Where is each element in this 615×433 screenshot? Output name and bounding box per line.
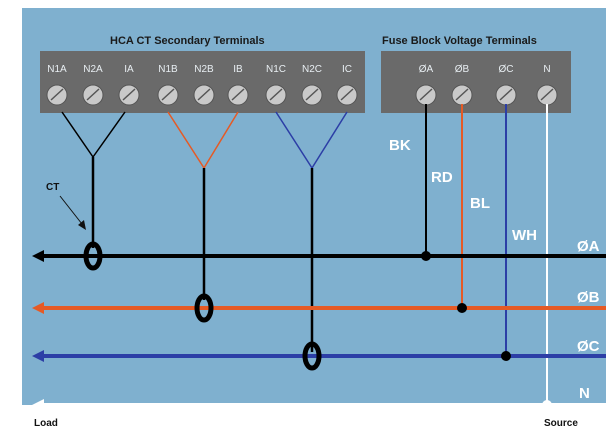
ct-terminal-ib: IB <box>227 64 249 106</box>
screw-slot <box>499 88 513 101</box>
phase-label-b: ØB <box>577 289 600 306</box>
ct-terminal-n1c: N1C <box>265 64 287 106</box>
screw-slot <box>122 88 136 101</box>
terminal-label: IA <box>124 64 134 75</box>
arrow-a-icon <box>32 250 44 262</box>
fuse-terminal-a: ØA <box>415 64 437 106</box>
ct-ring-b <box>194 293 214 323</box>
ct-terminal-n2b: N2B <box>193 64 215 106</box>
terminal-label: ØC <box>499 64 514 75</box>
ct-terminals: N1A N2A IA N1B N2B IB N1C N2C IC <box>46 64 358 106</box>
terminal-label: N1B <box>158 64 178 75</box>
fuse-block-title: Fuse Block Voltage Terminals <box>382 35 537 47</box>
ct-terminal-ic: IC <box>336 64 358 106</box>
fuse-terminal-block <box>381 51 571 113</box>
terminal-label: ØA <box>419 64 434 75</box>
source-label: Source <box>544 418 578 429</box>
screw-slot <box>197 88 211 101</box>
ct-pointer <box>59 195 83 225</box>
ct-ring-c <box>302 341 322 371</box>
screw-slot <box>419 88 433 101</box>
terminal-label: N2A <box>83 64 103 75</box>
fuse-terminals: ØA ØB ØC N <box>415 64 558 106</box>
terminal-label: N <box>543 64 550 75</box>
phase-label-a: ØA <box>577 238 600 255</box>
ct-terminal-n1a: N1A <box>46 64 68 106</box>
junctions <box>421 251 552 410</box>
screw-slot <box>161 88 175 101</box>
phase-label-c: ØC <box>577 338 600 355</box>
ct-terminal-n2a: N2A <box>82 64 104 106</box>
ct-label: CT <box>46 182 59 193</box>
phase-label-n: N <box>579 385 590 402</box>
ct-terminal-n2c: N2C <box>301 64 323 106</box>
screw-slot <box>269 88 283 101</box>
phase-conductors <box>32 250 606 411</box>
ct-rings <box>83 241 322 371</box>
terminal-label: N2C <box>302 64 322 75</box>
junction-dot-a <box>421 251 431 261</box>
screw-slot <box>305 88 319 101</box>
junction-dot-b <box>457 303 467 313</box>
terminal-label: N1A <box>47 64 67 75</box>
wire-label-wh: WH <box>512 227 537 244</box>
terminal-label: IC <box>342 64 352 75</box>
terminal-label: N2B <box>194 64 214 75</box>
screw-slot <box>455 88 469 101</box>
wire-label-bl: BL <box>470 195 490 212</box>
screw-slot <box>231 88 245 101</box>
junction-dot-c <box>501 351 511 361</box>
load-label: Load <box>34 418 58 429</box>
arrow-c-icon <box>32 350 44 362</box>
wire-label-rd: RD <box>431 169 453 186</box>
ct-ring-a <box>83 241 103 271</box>
junction-dot-n <box>542 400 552 410</box>
ct-terminal-ia: IA <box>118 64 140 106</box>
screw-slot <box>86 88 100 101</box>
ct-terminal-n1b: N1B <box>157 64 179 106</box>
terminal-label: N1C <box>266 64 286 75</box>
wire-label-bk: BK <box>389 137 411 154</box>
terminal-label: ØB <box>455 64 470 75</box>
terminal-label: IB <box>233 64 243 75</box>
ct-block-title: HCA CT Secondary Terminals <box>110 35 265 47</box>
screw-slot <box>340 88 354 101</box>
arrow-n-icon <box>32 399 44 411</box>
arrow-b-icon <box>32 302 44 314</box>
screw-slot <box>540 88 554 101</box>
screw-slot <box>50 88 64 101</box>
ct-leads <box>61 111 348 352</box>
ct-pointer-arrow-icon <box>78 220 86 230</box>
